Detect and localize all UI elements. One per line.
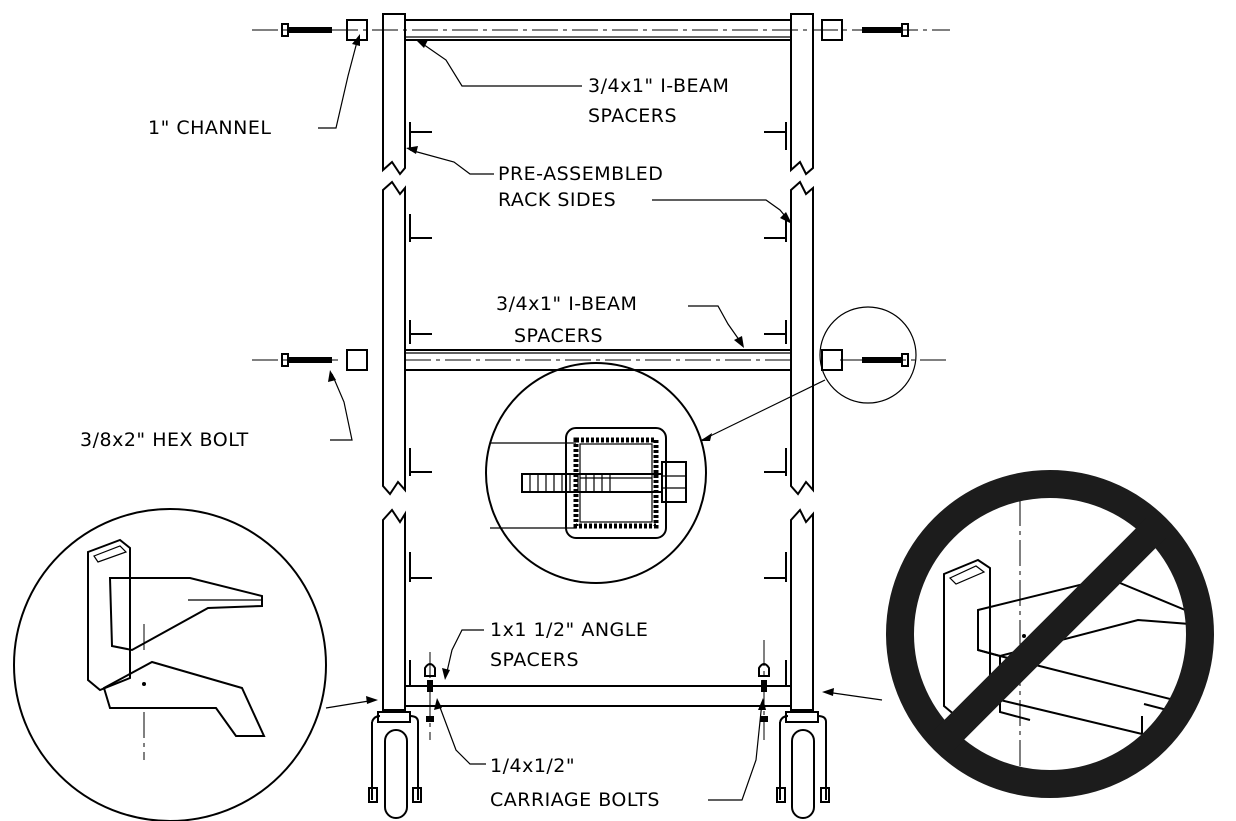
detail-leader [701, 379, 826, 441]
label-angle-spacers: 1x1 1/2" ANGLE SPACERS [442, 619, 648, 680]
detail-callout-circle [819, 306, 917, 404]
left-carriage-bolt [424, 652, 436, 740]
left-mid-channel-block [346, 349, 368, 371]
top-ibeam-spacer [405, 19, 791, 41]
top-ibeam-label-line1: 3/4x1" I-BEAM [588, 75, 729, 97]
right-mid-channel-block [821, 349, 843, 371]
label-channel: 1" CHANNEL [148, 34, 360, 139]
angle-spacers-label-line2: SPACERS [490, 649, 579, 671]
top-ibeam-label-line2: SPACERS [588, 105, 677, 127]
label-carriage-bolts: 1/4x1/2" CARRIAGE BOLTS [434, 698, 766, 811]
mid-ibeam-label-line2: SPACERS [514, 325, 603, 347]
right-mid-hex-bolt [862, 353, 909, 367]
right-detail-leader [825, 691, 883, 701]
carriage-bolts-label-line2: CARRIAGE BOLTS [490, 789, 660, 811]
label-mid-ibeam: 3/4x1" I-BEAM SPACERS [496, 293, 744, 348]
right-upright [790, 13, 814, 711]
preassembled-label-line1: PRE-ASSEMBLED [498, 163, 663, 185]
right-shelf-tabs [764, 122, 787, 686]
right-caster [776, 711, 830, 819]
right-top-hex-bolt [862, 23, 909, 37]
prohibited-sign-icon [886, 470, 1214, 798]
middle-bolt-row [252, 349, 950, 371]
channel-label: 1" CHANNEL [148, 117, 271, 139]
bottom-angle-spacer [405, 685, 791, 707]
zoomed-section-detail [485, 362, 707, 584]
right-top-channel-block [821, 19, 843, 41]
label-preassembled: PRE-ASSEMBLED RACK SIDES [406, 146, 792, 224]
angle-spacers-label-line1: 1x1 1/2" ANGLE [490, 619, 648, 641]
left-shelf-tabs [409, 122, 432, 686]
right-carriage-bolt [758, 640, 770, 740]
label-top-ibeam: 3/4x1" I-BEAM SPACERS [416, 40, 729, 127]
mid-ibeam-label-line1: 3/4x1" I-BEAM [496, 293, 637, 315]
middle-ibeam-spacer [405, 349, 791, 371]
hex-bolt-label: 3/8x2" HEX BOLT [80, 429, 249, 451]
left-caster [368, 711, 422, 819]
carriage-bolts-label-line1: 1/4x1/2" [490, 755, 575, 777]
left-top-hex-bolt [281, 23, 332, 37]
left-mid-hex-bolt [281, 353, 332, 367]
preassembled-label-line2: RACK SIDES [498, 189, 616, 211]
correct-assembly-detail [13, 508, 327, 821]
left-upright [382, 13, 406, 711]
label-hex-bolt: 3/8x2" HEX BOLT [80, 370, 353, 451]
